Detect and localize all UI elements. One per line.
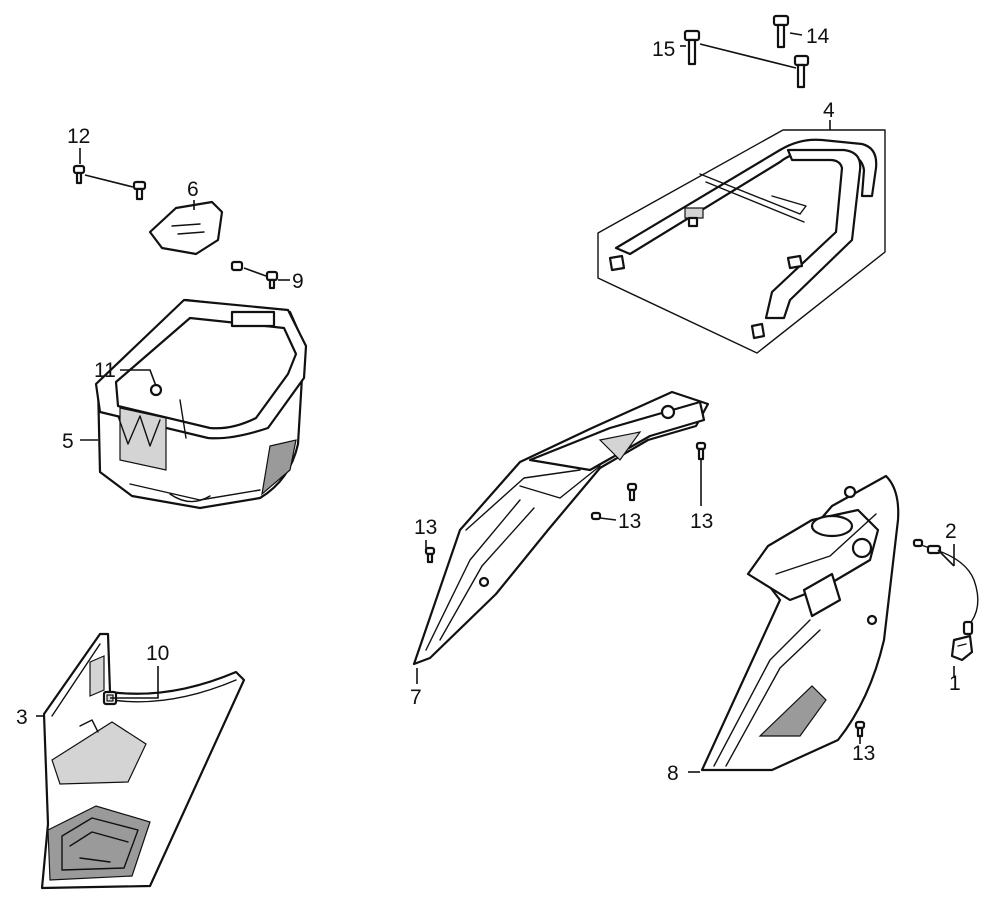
part-2-cable bbox=[912, 538, 979, 636]
callout-13: 13 bbox=[690, 510, 713, 533]
part-4-rear-carrier bbox=[597, 129, 886, 354]
callout-7: 7 bbox=[410, 686, 422, 709]
callout-5: 5 bbox=[62, 430, 74, 453]
callout-11: 11 bbox=[94, 359, 116, 382]
callout-12: 12 bbox=[67, 125, 90, 148]
callout-8: 8 bbox=[667, 762, 679, 785]
callout-10: 10 bbox=[146, 642, 169, 665]
callout-15: 15 bbox=[652, 38, 675, 61]
part-1-clamp bbox=[950, 634, 974, 662]
callout-13: 13 bbox=[414, 516, 437, 539]
callout-6: 6 bbox=[187, 178, 199, 201]
callout-13: 13 bbox=[852, 742, 875, 765]
part-8-right-rear-cover bbox=[700, 474, 900, 772]
part-12-6-9-screws-and-lid bbox=[72, 164, 279, 290]
callout-9: 9 bbox=[292, 270, 304, 293]
callout-14: 14 bbox=[806, 25, 830, 48]
callout-4: 4 bbox=[823, 99, 835, 122]
callout-3: 3 bbox=[16, 706, 28, 729]
callout-13: 13 bbox=[618, 510, 641, 533]
callout-1: 1 bbox=[949, 672, 961, 695]
part-3-front-lower-panel bbox=[40, 632, 246, 890]
part-7-left-rear-cover bbox=[412, 390, 710, 666]
callout-2: 2 bbox=[945, 520, 957, 543]
callout-labels: 1 2 3 4 5 6 7 8 9 10 11 12 13 13 13 13 1… bbox=[16, 25, 961, 785]
part-13-screws bbox=[424, 441, 866, 738]
part-5-helmet-box bbox=[94, 298, 308, 510]
leader-lines bbox=[36, 32, 955, 773]
part-14-15-bolts bbox=[683, 14, 810, 89]
